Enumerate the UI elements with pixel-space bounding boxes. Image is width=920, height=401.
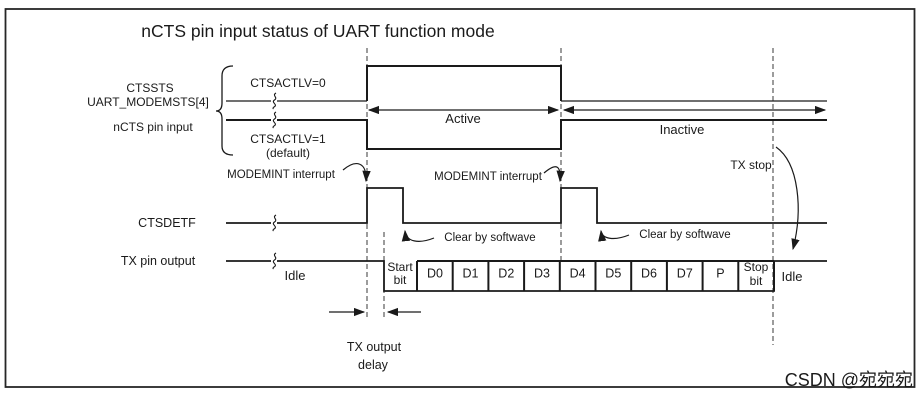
- signal-label-ctssts: CTSSTS: [126, 81, 173, 95]
- tx-signal-line: [226, 260, 827, 292]
- label-ctsactlv1: CTSACTLV=1: [250, 132, 326, 146]
- modemint-arrow-2: [543, 166, 565, 183]
- signal-label-tx-pin: TX pin output: [121, 254, 196, 268]
- label-tx-stop: TX stop: [730, 158, 772, 172]
- watermark: CSDN @宛宛宛: [785, 370, 913, 390]
- label-clear-1: Clear by softwave: [444, 232, 535, 244]
- cell-d1: D1: [463, 267, 479, 281]
- ctsdetf-waveform: [226, 187, 827, 224]
- cell-d2: D2: [498, 267, 514, 281]
- label-inactive: Inactive: [660, 122, 705, 137]
- cell-d0: D0: [427, 267, 443, 281]
- clear-arrow-2: [598, 229, 630, 242]
- signal-group-brace: [215, 65, 234, 156]
- label-modemint-1: MODEMINT interrupt: [227, 169, 336, 181]
- tx-waveform: [226, 260, 827, 292]
- tx-stop-arrow: [775, 146, 800, 251]
- clear-arrow-1: [401, 229, 435, 242]
- label-ctsactlv1-note: (default): [266, 146, 310, 160]
- label-idle-before: Idle: [285, 268, 306, 283]
- tx-cell-separators: [416, 261, 775, 291]
- break-icon: [271, 214, 277, 232]
- ctsactlv0-active-pulse: [366, 65, 562, 101]
- signal-label-ctsdetf: CTSDETF: [138, 216, 196, 230]
- label-idle-after: Idle: [782, 269, 803, 284]
- break-icon: [271, 111, 277, 129]
- label-ctsactlv0: CTSACTLV=0: [250, 76, 326, 90]
- page-title: nCTS pin input status of UART function m…: [141, 21, 494, 41]
- label-active: Active: [445, 111, 480, 126]
- label-tx-delay-line2: delay: [358, 358, 389, 372]
- cell-d4: D4: [570, 267, 586, 281]
- modemint-arrow-1: [342, 163, 371, 183]
- cell-start-line2: bit: [394, 273, 407, 287]
- ncts-waveforms: [226, 65, 827, 150]
- tx-data-cells: D0 D1 D2 D3 D4 D5 D6 D7 P: [427, 267, 725, 281]
- cell-stop-line1: Stop: [744, 260, 769, 274]
- line-break-icons: [271, 92, 277, 270]
- cell-d5: D5: [605, 267, 621, 281]
- cell-d6: D6: [641, 267, 657, 281]
- cell-stop-line2: bit: [750, 274, 763, 288]
- signal-label-ncts: nCTS pin input: [113, 120, 193, 134]
- cell-d7: D7: [677, 267, 693, 281]
- diagram-border: [4, 8, 916, 388]
- break-icon: [271, 252, 277, 270]
- label-modemint-2: MODEMINT interrupt: [434, 171, 543, 183]
- label-tx-delay-line1: TX output: [347, 340, 402, 354]
- cell-parity: P: [716, 267, 724, 281]
- signal-label-modemsts: UART_MODEMSTS[4]: [87, 95, 209, 109]
- cell-start-line1: Start: [387, 260, 413, 274]
- cell-d3: D3: [534, 267, 550, 281]
- label-clear-2: Clear by softwave: [639, 229, 730, 241]
- ctsactlv1-waveform: [226, 119, 827, 150]
- break-icon: [271, 92, 277, 110]
